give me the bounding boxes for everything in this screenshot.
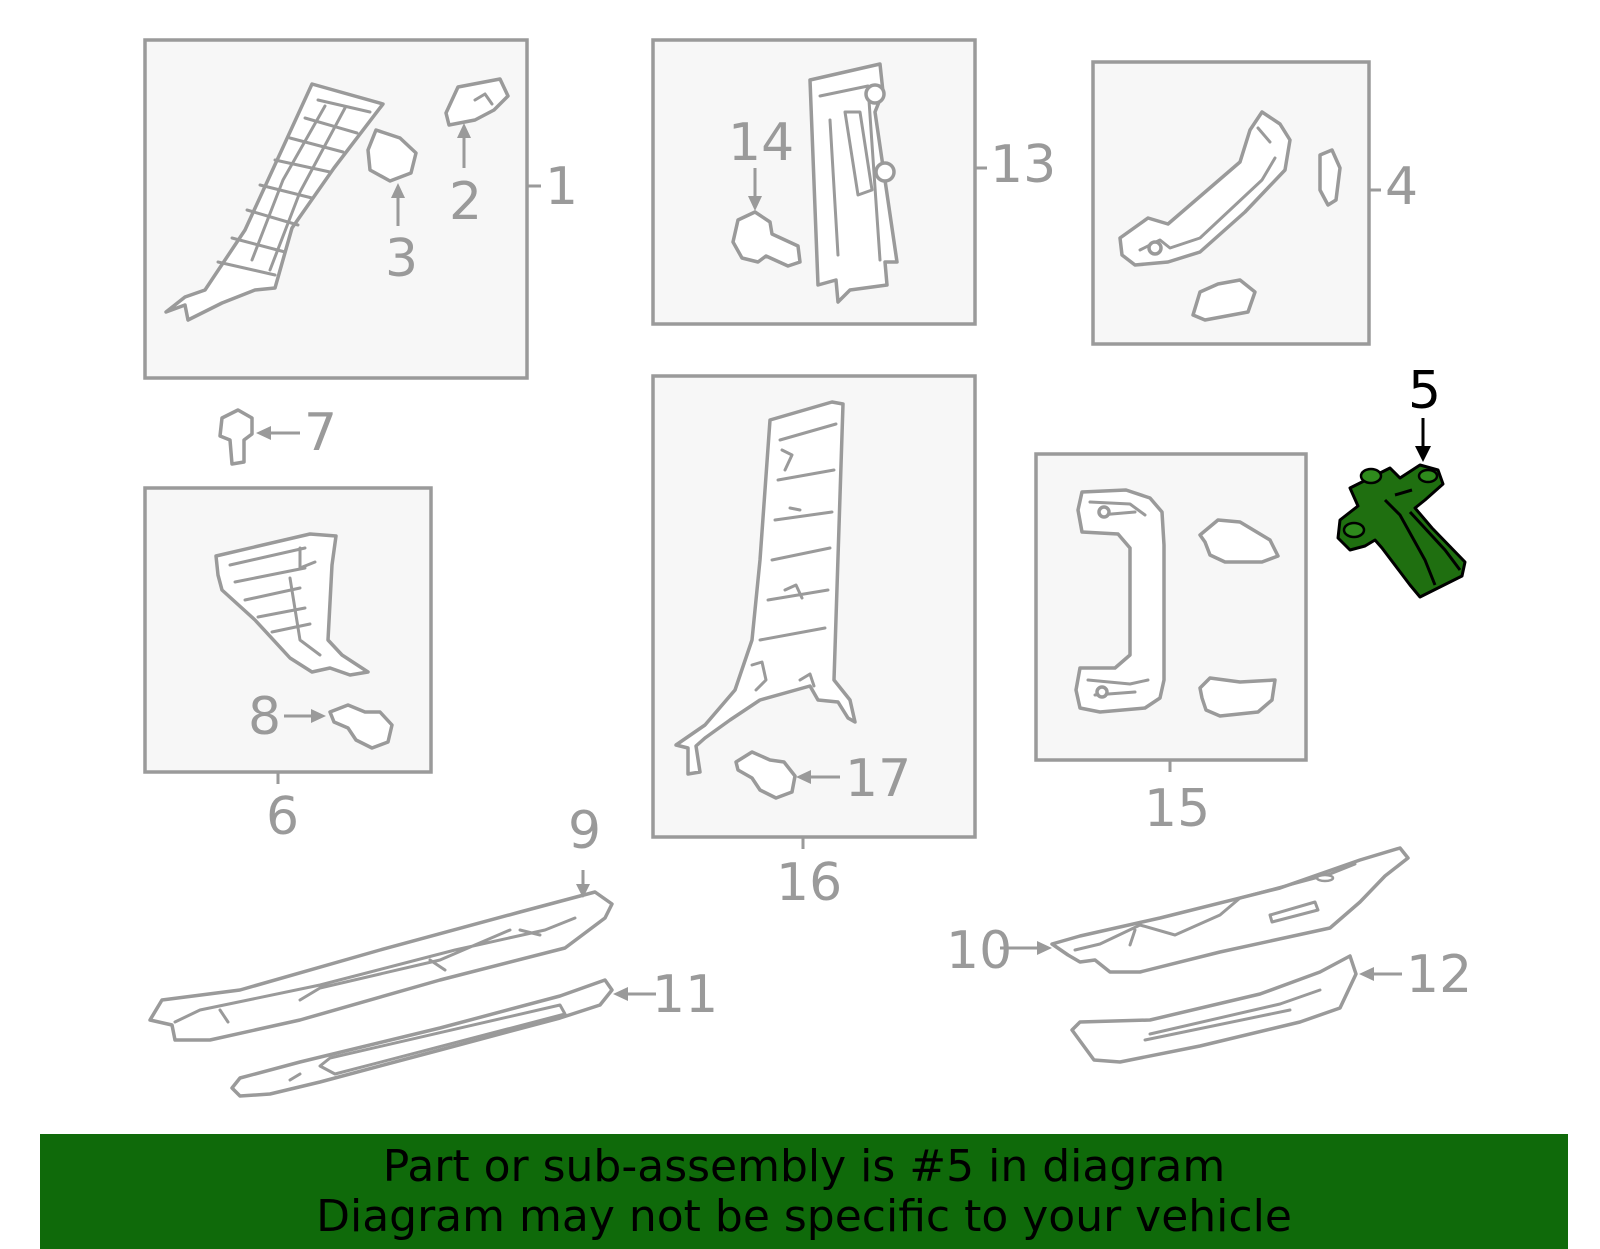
frame-group-15 <box>1034 452 1308 762</box>
callout-6: 6 <box>266 787 299 847</box>
bolt-17 <box>734 750 797 800</box>
callout-12: 12 <box>1406 945 1472 1005</box>
callout-5: 5 <box>1408 361 1441 421</box>
banner-line-1: Part or sub-assembly is #5 in diagram <box>382 1140 1226 1192</box>
callout-10: 10 <box>946 921 1012 981</box>
callout-13: 13 <box>990 135 1056 195</box>
rear-scuff-plate-10 <box>1050 846 1410 974</box>
callout-8: 8 <box>248 687 281 747</box>
banner-line-2: Diagram may not be specific to your vehi… <box>316 1190 1292 1242</box>
callout-9: 9 <box>568 801 601 861</box>
group-6-lower-trim: 8 6 <box>143 486 433 847</box>
bolt-8 <box>328 703 394 750</box>
group-15-assist-grip: 15 <box>1034 452 1308 839</box>
clip-3 <box>366 128 418 183</box>
group-13-center-pillar-upper: 13 14 <box>651 38 1056 326</box>
callout-7: 7 <box>304 403 337 463</box>
lower-pillar-trim <box>214 532 370 677</box>
front-scuff-plate-9 <box>148 890 614 1042</box>
bolt-14 <box>731 210 802 268</box>
rear-door-molding-12 <box>1070 954 1358 1064</box>
grip-cover <box>1191 278 1257 322</box>
bolt-7-group: 7 <box>218 403 337 466</box>
callout-3: 3 <box>385 229 418 289</box>
grip-cover-upper <box>1198 518 1280 564</box>
callout-15: 15 <box>1144 779 1210 839</box>
callout-16: 16 <box>776 853 842 913</box>
grip-cover-lower <box>1198 676 1277 718</box>
callout-11: 11 <box>652 965 718 1025</box>
grip-cover-clip <box>1318 148 1342 207</box>
group-4-assist-grip: 4 <box>1091 60 1418 346</box>
center-pillar-lower-trim <box>674 400 857 776</box>
callout-1: 1 <box>545 157 578 217</box>
info-banner: Part or sub-assembly is #5 in diagram Di… <box>40 1134 1568 1249</box>
rear-assist-grip <box>1074 488 1166 714</box>
group-10-12-rear-scuff: 10 12 <box>946 846 1472 1064</box>
callout-14: 14 <box>728 113 794 173</box>
part-5-highlighted-bracket: 5 <box>1336 361 1467 599</box>
group-1-pillar-trim: 1 2 3 <box>143 38 578 380</box>
callout-4: 4 <box>1385 157 1418 217</box>
callout-2: 2 <box>449 172 482 232</box>
assist-grip <box>1118 110 1292 267</box>
callout-17: 17 <box>845 749 911 809</box>
bolt-7 <box>218 408 254 466</box>
group-16-center-pillar-lower: 17 16 <box>651 374 977 913</box>
group-9-11-front-scuff: 9 11 <box>148 801 718 1098</box>
part-5-body <box>1336 463 1467 599</box>
cap-2 <box>444 77 510 127</box>
